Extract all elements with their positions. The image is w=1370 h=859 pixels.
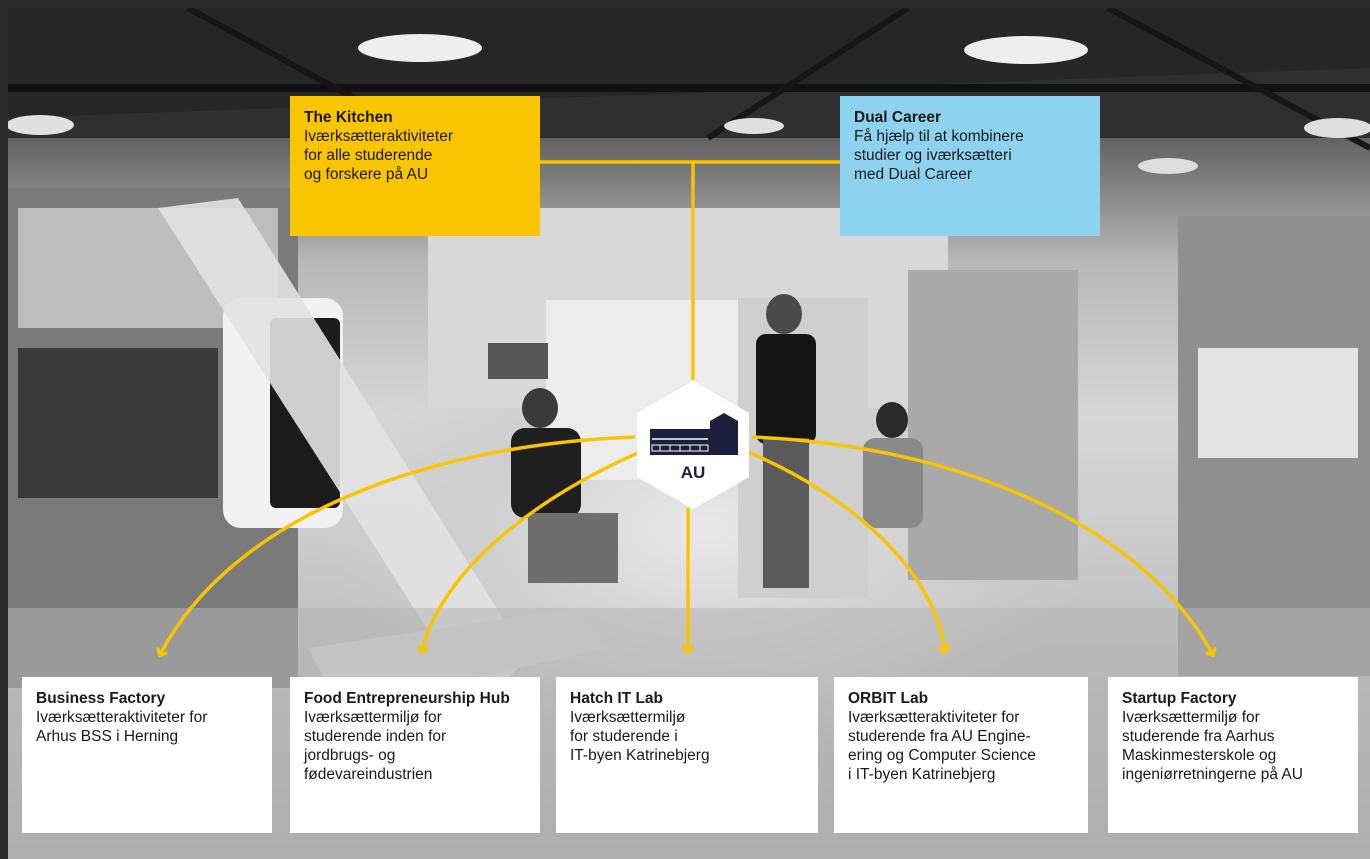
business-factory-box: Business Factory Iværksætteraktiviteter … [22, 677, 272, 833]
box-description: Iværksætteraktiviteter for studerende fr… [848, 709, 1036, 783]
box-title: Startup Factory [1122, 690, 1237, 707]
arrow-startup-factory [751, 435, 1213, 655]
box-description: Iværksætteraktiviteter for alle studeren… [304, 128, 454, 183]
arrow-business-factory [160, 435, 636, 655]
box-description: Iværksættermiljø for studerende fra Aarh… [1122, 709, 1303, 783]
startup-factory-box: Startup Factory Iværksættermiljø for stu… [1108, 677, 1358, 833]
barn-building-icon [650, 413, 738, 455]
box-title: ORBIT Lab [848, 690, 929, 707]
au-hub: AU [634, 379, 752, 511]
box-description: Iværksættermiljø for studerende i IT-bye… [570, 709, 710, 764]
arrow-orbit-lab [747, 450, 945, 652]
box-title: Hatch IT Lab [570, 690, 664, 707]
box-description: Iværksættermiljø for studerende inden fo… [304, 709, 447, 783]
food-entrepreneurship-hub-box: Food Entrepreneurship Hub Iværksættermil… [290, 677, 540, 833]
box-title: Dual Career [854, 109, 942, 126]
hatch-it-lab-box: Hatch IT Lab Iværksættermiljø for studer… [556, 677, 818, 833]
box-title: Food Entrepreneurship Hub [304, 690, 510, 707]
box-description: Få hjælp til at kombinere studier og ivæ… [854, 128, 1024, 183]
the-kitchen-box: The Kitchen Iværksætteraktiviteter for a… [290, 96, 540, 236]
orbit-lab-box: ORBIT Lab Iværksætteraktiviteter for stu… [834, 677, 1088, 833]
box-description: Iværksætteraktiviteter for Arhus BSS i H… [36, 709, 208, 745]
box-title: The Kitchen [304, 109, 393, 126]
dual-career-box: Dual Career Få hjælp til at kombinere st… [840, 96, 1100, 236]
box-title: Business Factory [36, 690, 166, 707]
hub-label: AU [680, 463, 706, 482]
arrow-food-hub [422, 450, 641, 652]
